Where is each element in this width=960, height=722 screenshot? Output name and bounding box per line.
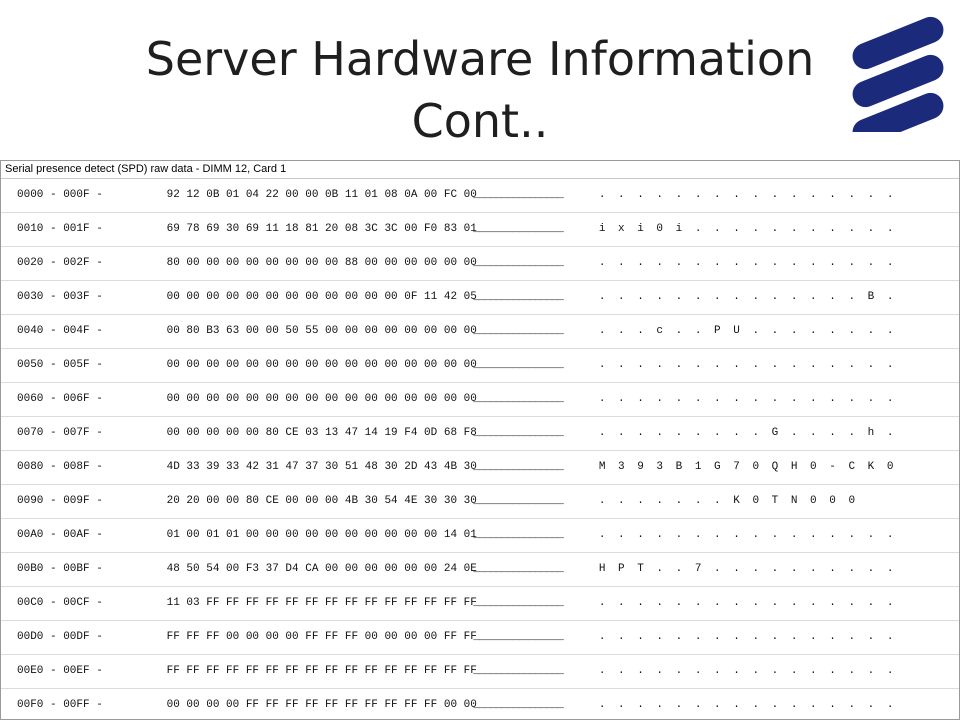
ascii-text: . . . . . . . . . . . . . . . . <box>598 597 897 609</box>
hex-bytes: FF FF FF FF FF FF FF FF FF FF FF FF FF F… <box>166 665 477 677</box>
hex-dump-row: 00D0 - 00DF - FF FF FF 00 00 00 00 FF FF… <box>1 621 959 655</box>
hex-dump-row: 0060 - 006F - 00 00 00 00 00 00 00 00 00… <box>1 383 959 417</box>
hex-separator: ________________ <box>473 461 564 473</box>
hex-separator: ________________ <box>473 359 564 371</box>
ascii-text: M 3 9 3 B 1 G 7 0 Q H 0 - C K 0 <box>598 461 897 473</box>
hex-separator: ________________ <box>473 223 564 235</box>
hex-dump-rows: 0000 - 000F - 92 12 0B 01 04 22 00 00 0B… <box>1 179 959 722</box>
hex-dump-row: 0000 - 000F - 92 12 0B 01 04 22 00 00 0B… <box>1 179 959 213</box>
hex-dump-row: 00B0 - 00BF - 48 50 54 00 F3 37 D4 CA 00… <box>1 553 959 587</box>
hex-separator: ________________ <box>473 325 564 337</box>
slide-title: Server Hardware Information Cont.. <box>0 28 960 152</box>
hex-offset-range: 00D0 - 00DF - <box>17 631 103 643</box>
hex-offset-range: 0090 - 009F - <box>17 495 103 507</box>
ascii-text: . . . . . . . . . . . . . . . . <box>598 529 897 541</box>
hex-bytes: 69 78 69 30 69 11 18 81 20 08 3C 3C 00 F… <box>166 223 477 235</box>
hex-bytes: 20 20 00 00 80 CE 00 00 00 4B 30 54 4E 3… <box>166 495 477 507</box>
ascii-text: . . . . . . . K 0 T N 0 0 0 <box>598 495 859 507</box>
hex-offset-range: 0000 - 000F - <box>17 189 103 201</box>
ascii-text: . . . . . . . . . . . . . . . . <box>598 359 897 371</box>
ascii-text: . . . c . . P U . . . . . . . . <box>598 325 897 337</box>
ascii-text: . . . . . . . . . . . . . . . . <box>598 257 897 269</box>
hex-offset-range: 0060 - 006F - <box>17 393 103 405</box>
hex-offset-range: 00C0 - 00CF - <box>17 597 103 609</box>
hex-dump-row: 0030 - 003F - 00 00 00 00 00 00 00 00 00… <box>1 281 959 315</box>
hex-offset-range: 0010 - 001F - <box>17 223 103 235</box>
hex-offset-range: 0020 - 002F - <box>17 257 103 269</box>
hex-separator: ________________ <box>473 393 564 405</box>
hex-separator: ________________ <box>473 291 564 303</box>
hex-separator: ________________ <box>473 495 564 507</box>
hex-offset-range: 0030 - 003F - <box>17 291 103 303</box>
hex-bytes: 00 00 00 00 00 00 00 00 00 00 00 00 00 0… <box>166 359 477 371</box>
hex-dump-row: 0010 - 001F - 69 78 69 30 69 11 18 81 20… <box>1 213 959 247</box>
ericsson-logo-icon <box>852 16 944 132</box>
hex-dump-row: 0090 - 009F - 20 20 00 00 80 CE 00 00 00… <box>1 485 959 519</box>
hex-separator: ________________ <box>473 597 564 609</box>
ascii-text: i x i 0 i . . . . . . . . . . . <box>598 223 897 235</box>
hex-bytes: 48 50 54 00 F3 37 D4 CA 00 00 00 00 00 0… <box>166 563 477 575</box>
hex-offset-range: 00B0 - 00BF - <box>17 563 103 575</box>
hex-separator: ________________ <box>473 563 564 575</box>
hex-offset-range: 0050 - 005F - <box>17 359 103 371</box>
ascii-text: H P T . . 7 . . . . . . . . . . <box>598 563 897 575</box>
ascii-text: . . . . . . . . . . . . . . . . <box>598 699 897 711</box>
hex-dump-row: 0080 - 008F - 4D 33 39 33 42 31 47 37 30… <box>1 451 959 485</box>
hex-separator: ________________ <box>473 631 564 643</box>
hex-bytes: 4D 33 39 33 42 31 47 37 30 51 48 30 2D 4… <box>166 461 477 473</box>
hex-separator: ________________ <box>473 665 564 677</box>
hex-separator: ________________ <box>473 189 564 201</box>
hex-bytes: 00 00 00 00 00 00 00 00 00 00 00 00 0F 1… <box>166 291 477 303</box>
slide-title-line1: Server Hardware Information <box>145 32 815 86</box>
hex-bytes: 92 12 0B 01 04 22 00 00 0B 11 01 08 0A 0… <box>166 189 477 201</box>
hex-separator: ________________ <box>473 257 564 269</box>
hex-dump-row: 0020 - 002F - 80 00 00 00 00 00 00 00 00… <box>1 247 959 281</box>
hex-separator: ________________ <box>473 529 564 541</box>
hex-bytes: 80 00 00 00 00 00 00 00 00 88 00 00 00 0… <box>166 257 477 269</box>
hex-offset-range: 00F0 - 00FF - <box>17 699 103 711</box>
hex-dump-row: 0070 - 007F - 00 00 00 00 00 80 CE 03 13… <box>1 417 959 451</box>
hex-offset-range: 00A0 - 00AF - <box>17 529 103 541</box>
hex-bytes: 11 03 FF FF FF FF FF FF FF FF FF FF FF F… <box>166 597 477 609</box>
hex-dump-row: 00F0 - 00FF - 00 00 00 00 FF FF FF FF FF… <box>1 689 959 722</box>
hex-dump-row: 0040 - 004F - 00 80 B3 63 00 00 50 55 00… <box>1 315 959 349</box>
hex-offset-range: 0080 - 008F - <box>17 461 103 473</box>
ascii-text: . . . . . . . . . . . . . . . . <box>598 189 897 201</box>
spd-raw-data-panel: Serial presence detect (SPD) raw data - … <box>0 160 960 720</box>
hex-dump-row: 00A0 - 00AF - 01 00 01 01 00 00 00 00 00… <box>1 519 959 553</box>
ascii-text: . . . . . . . . . . . . . . . . <box>598 631 897 643</box>
hex-offset-range: 0070 - 007F - <box>17 427 103 439</box>
hex-separator: ________________ <box>473 427 564 439</box>
hex-dump-row: 0050 - 005F - 00 00 00 00 00 00 00 00 00… <box>1 349 959 383</box>
hex-bytes: 00 00 00 00 FF FF FF FF FF FF FF FF FF F… <box>166 699 477 711</box>
hex-dump-row: 00C0 - 00CF - 11 03 FF FF FF FF FF FF FF… <box>1 587 959 621</box>
hex-separator: ________________ <box>473 699 564 711</box>
ascii-text: . . . . . . . . . . . . . . . . <box>598 393 897 405</box>
hex-dump-row: 00E0 - 00EF - FF FF FF FF FF FF FF FF FF… <box>1 655 959 689</box>
hex-offset-range: 0040 - 004F - <box>17 325 103 337</box>
hex-bytes: FF FF FF 00 00 00 00 FF FF FF 00 00 00 0… <box>166 631 477 643</box>
ascii-text: . . . . . . . . . G . . . . h . <box>598 427 897 439</box>
slide-title-line2: Cont.. <box>411 94 549 148</box>
hex-bytes: 01 00 01 01 00 00 00 00 00 00 00 00 00 0… <box>166 529 477 541</box>
panel-header: Serial presence detect (SPD) raw data - … <box>1 161 959 179</box>
hex-bytes: 00 00 00 00 00 80 CE 03 13 47 14 19 F4 0… <box>166 427 477 439</box>
ascii-text: . . . . . . . . . . . . . . . . <box>598 665 897 677</box>
hex-bytes: 00 80 B3 63 00 00 50 55 00 00 00 00 00 0… <box>166 325 477 337</box>
hex-bytes: 00 00 00 00 00 00 00 00 00 00 00 00 00 0… <box>166 393 477 405</box>
hex-offset-range: 00E0 - 00EF - <box>17 665 103 677</box>
ascii-text: . . . . . . . . . . . . . . B . <box>598 291 897 303</box>
